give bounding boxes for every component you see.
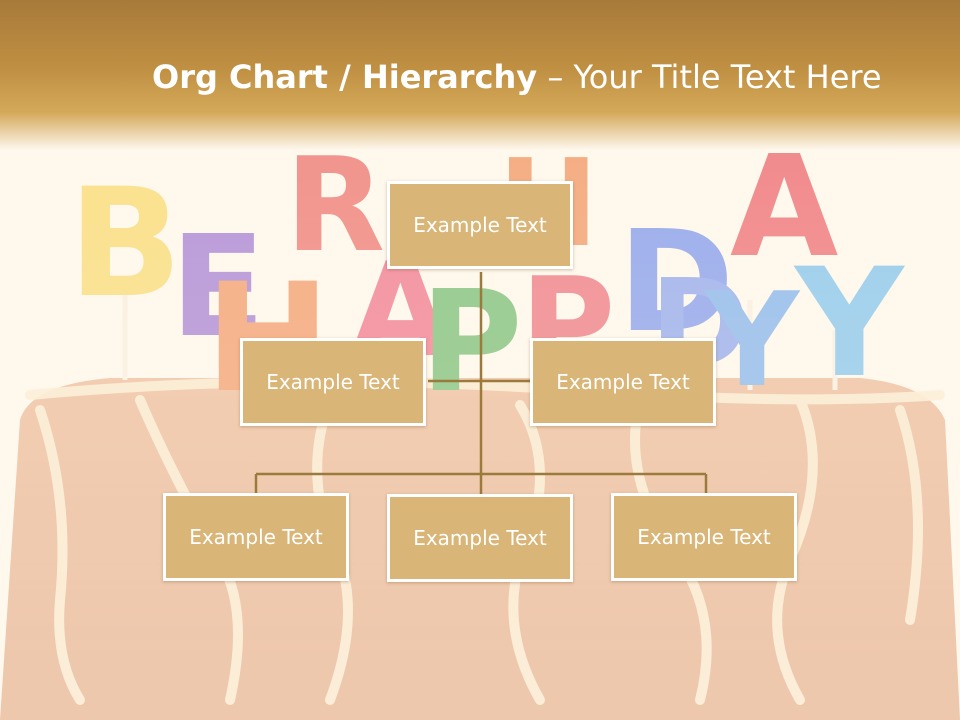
- org-node-label: Example Text: [266, 370, 400, 394]
- org-node-label: Example Text: [413, 213, 547, 237]
- org-node-child-2[interactable]: Example Text: [387, 494, 573, 582]
- title-bold-part: Org Chart / Hierarchy: [152, 58, 538, 96]
- org-node-label: Example Text: [637, 525, 771, 549]
- title-rest: Your Title Text Here: [573, 58, 882, 96]
- org-node-child-1[interactable]: Example Text: [163, 493, 349, 581]
- title-dash: –: [537, 58, 574, 96]
- slide-title: Org Chart / Hierarchy – Your Title Text …: [152, 52, 932, 102]
- org-node-assistant-right[interactable]: Example Text: [530, 338, 716, 426]
- org-node-child-3[interactable]: Example Text: [611, 493, 797, 581]
- title-band: [0, 0, 960, 150]
- org-node-label: Example Text: [556, 370, 690, 394]
- org-node-label: Example Text: [413, 526, 547, 550]
- org-node-root[interactable]: Example Text: [387, 181, 573, 269]
- org-node-assistant-left[interactable]: Example Text: [240, 338, 426, 426]
- org-node-label: Example Text: [189, 525, 323, 549]
